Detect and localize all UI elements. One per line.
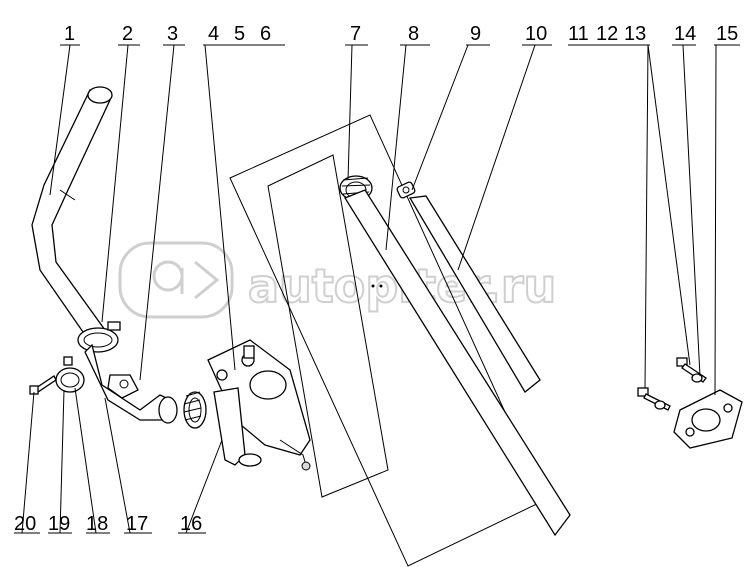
callout-12: 12 bbox=[596, 23, 618, 45]
callout-15: 15 bbox=[716, 23, 738, 45]
part-4-6-separator-housing bbox=[207, 339, 311, 471]
callout-17: 17 bbox=[126, 513, 148, 535]
leader-lines bbox=[14, 44, 740, 534]
part-13-bolt-left bbox=[637, 387, 671, 411]
center-dots bbox=[371, 284, 383, 288]
callout-2: 2 bbox=[122, 23, 133, 45]
callout-13: 13 bbox=[624, 23, 646, 45]
part-9-fitting bbox=[396, 181, 416, 199]
part-20-bolt bbox=[29, 375, 57, 395]
autopiter-logo bbox=[118, 241, 234, 319]
callout-labels: 1 2 3 4 5 6 7 8 9 10 11 12 13 14 15 16 1… bbox=[14, 23, 738, 535]
callout-11: 11 bbox=[568, 23, 589, 45]
part-1-bent-pipe bbox=[31, 86, 113, 347]
part-14-bolt-right bbox=[676, 357, 707, 383]
callout-9: 9 bbox=[470, 23, 481, 45]
part-8-long-hose bbox=[344, 189, 571, 537]
part-19-clamp bbox=[55, 356, 85, 393]
callout-8: 8 bbox=[408, 23, 419, 45]
callout-16: 16 bbox=[180, 513, 202, 535]
callout-19: 19 bbox=[48, 513, 70, 535]
callout-4: 4 bbox=[208, 23, 219, 45]
part-3-lower-pipe bbox=[84, 343, 178, 424]
callout-20: 20 bbox=[14, 513, 36, 535]
part-16-ring-clamp bbox=[183, 391, 207, 429]
part-15-flange-plate bbox=[673, 389, 743, 449]
part-2-hose-clamp bbox=[77, 321, 121, 353]
callout-7: 7 bbox=[350, 23, 361, 45]
callout-10: 10 bbox=[525, 23, 547, 45]
callout-14: 14 bbox=[674, 23, 696, 45]
callout-3: 3 bbox=[167, 23, 178, 45]
callout-5: 5 bbox=[234, 23, 245, 45]
callout-18: 18 bbox=[86, 513, 108, 535]
callout-1: 1 bbox=[64, 23, 75, 45]
part-10-thin-tube bbox=[408, 195, 541, 393]
callout-6: 6 bbox=[260, 23, 271, 45]
